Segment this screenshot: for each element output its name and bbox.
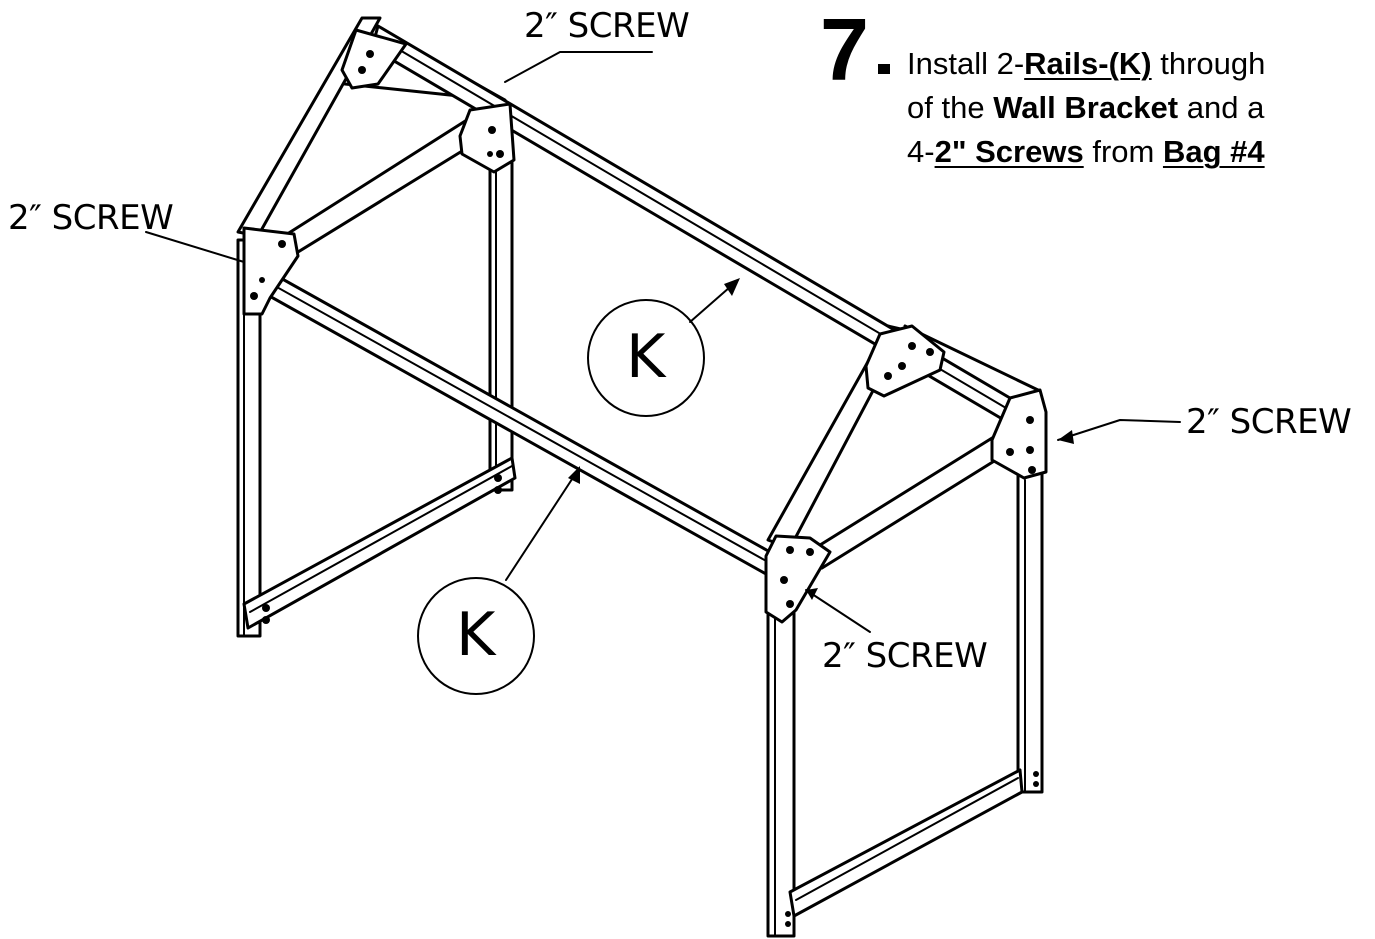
part-2in-screws: 2" Screws	[934, 134, 1084, 169]
screw-label-right: 2″ SCREW	[1186, 402, 1352, 442]
arrow-heads	[568, 278, 1074, 600]
wall-bracket-bottom-right	[764, 534, 832, 624]
instruction-text: from	[1083, 134, 1163, 169]
part-rails-k: Rails-(K)	[1024, 46, 1152, 81]
callout-k-lower: K	[456, 600, 495, 670]
part-bag-4: Bag #4	[1162, 134, 1265, 169]
step-number: 7	[820, 0, 869, 99]
instruction-text: and a	[1178, 90, 1265, 125]
callout-circles	[417, 299, 705, 695]
screw-label-left: 2″ SCREW	[8, 198, 174, 238]
right-bottom-crossbar	[788, 768, 1024, 918]
instruction-text: Install 2-	[907, 46, 1025, 81]
screw-label-bottom: 2″ SCREW	[822, 636, 988, 676]
callout-k-upper: K	[626, 322, 665, 392]
instruction-text: 4-	[907, 134, 935, 169]
screw-label-top: 2″ SCREW	[524, 6, 690, 46]
instruction-line-1: Install 2-Rails-(K) through	[907, 42, 1375, 86]
wall-bracket-right-end	[990, 388, 1048, 480]
screw-holes	[250, 50, 1039, 927]
wall-bracket-top-middle	[458, 102, 516, 174]
instruction-line-3: 4-2" Screws from Bag #4	[907, 130, 1375, 174]
callout-k-upper-circle	[587, 299, 705, 417]
wall-bracket-top-left	[340, 28, 408, 90]
instruction-line-2: of the Wall Bracket and a	[907, 86, 1375, 130]
wall-bracket-right-top	[864, 324, 946, 398]
step-bullet	[878, 64, 890, 74]
wall-bracket-left	[242, 226, 300, 316]
left-bottom-crossbar	[242, 456, 517, 630]
instruction-text: of the	[907, 90, 994, 125]
step-instructions: Install 2-Rails-(K) through of the Wall …	[907, 42, 1375, 174]
callout-k-lower-circle	[417, 577, 535, 695]
part-wall-bracket: Wall Bracket	[993, 90, 1179, 125]
instruction-text: through	[1151, 46, 1266, 81]
